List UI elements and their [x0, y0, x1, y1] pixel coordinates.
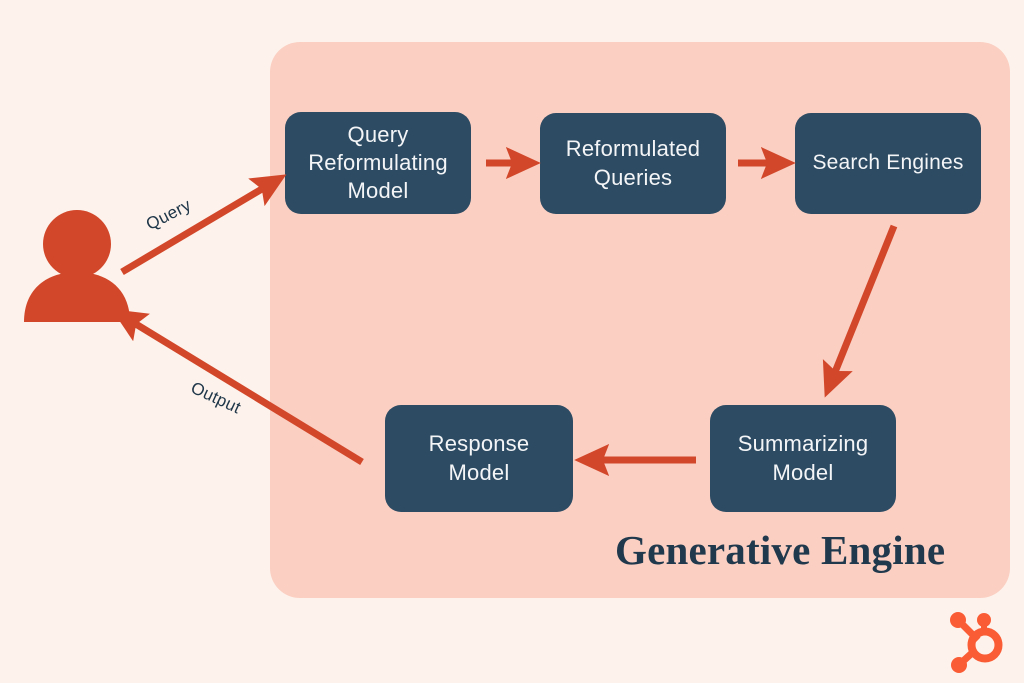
node-response-model[interactable]: Response Model: [385, 405, 573, 512]
node-label: Query Reformulating Model: [308, 121, 448, 204]
node-search-engines[interactable]: Search Engines: [795, 113, 981, 214]
node-label: Response Model: [428, 431, 530, 485]
node-label: Reformulated Queries: [565, 136, 701, 190]
hubspot-sprocket-logo: [950, 612, 1003, 673]
generative-engine-title: Generative Engine: [615, 527, 946, 573]
arrow-user-to-query-model: [120, 174, 287, 276]
node-label: Summarizing Model: [737, 431, 869, 485]
node-reformulated-queries[interactable]: Reformulated Queries: [540, 113, 726, 214]
node-summarizing-model[interactable]: Summarizing Model: [710, 405, 896, 512]
node-query-reformulating-model[interactable]: Query Reformulating Model: [285, 112, 471, 214]
edge-label-query: Query: [143, 195, 195, 234]
node-label: Search Engines: [812, 151, 964, 175]
user-person-icon: [24, 210, 130, 322]
edge-label-output: Output: [187, 378, 244, 418]
